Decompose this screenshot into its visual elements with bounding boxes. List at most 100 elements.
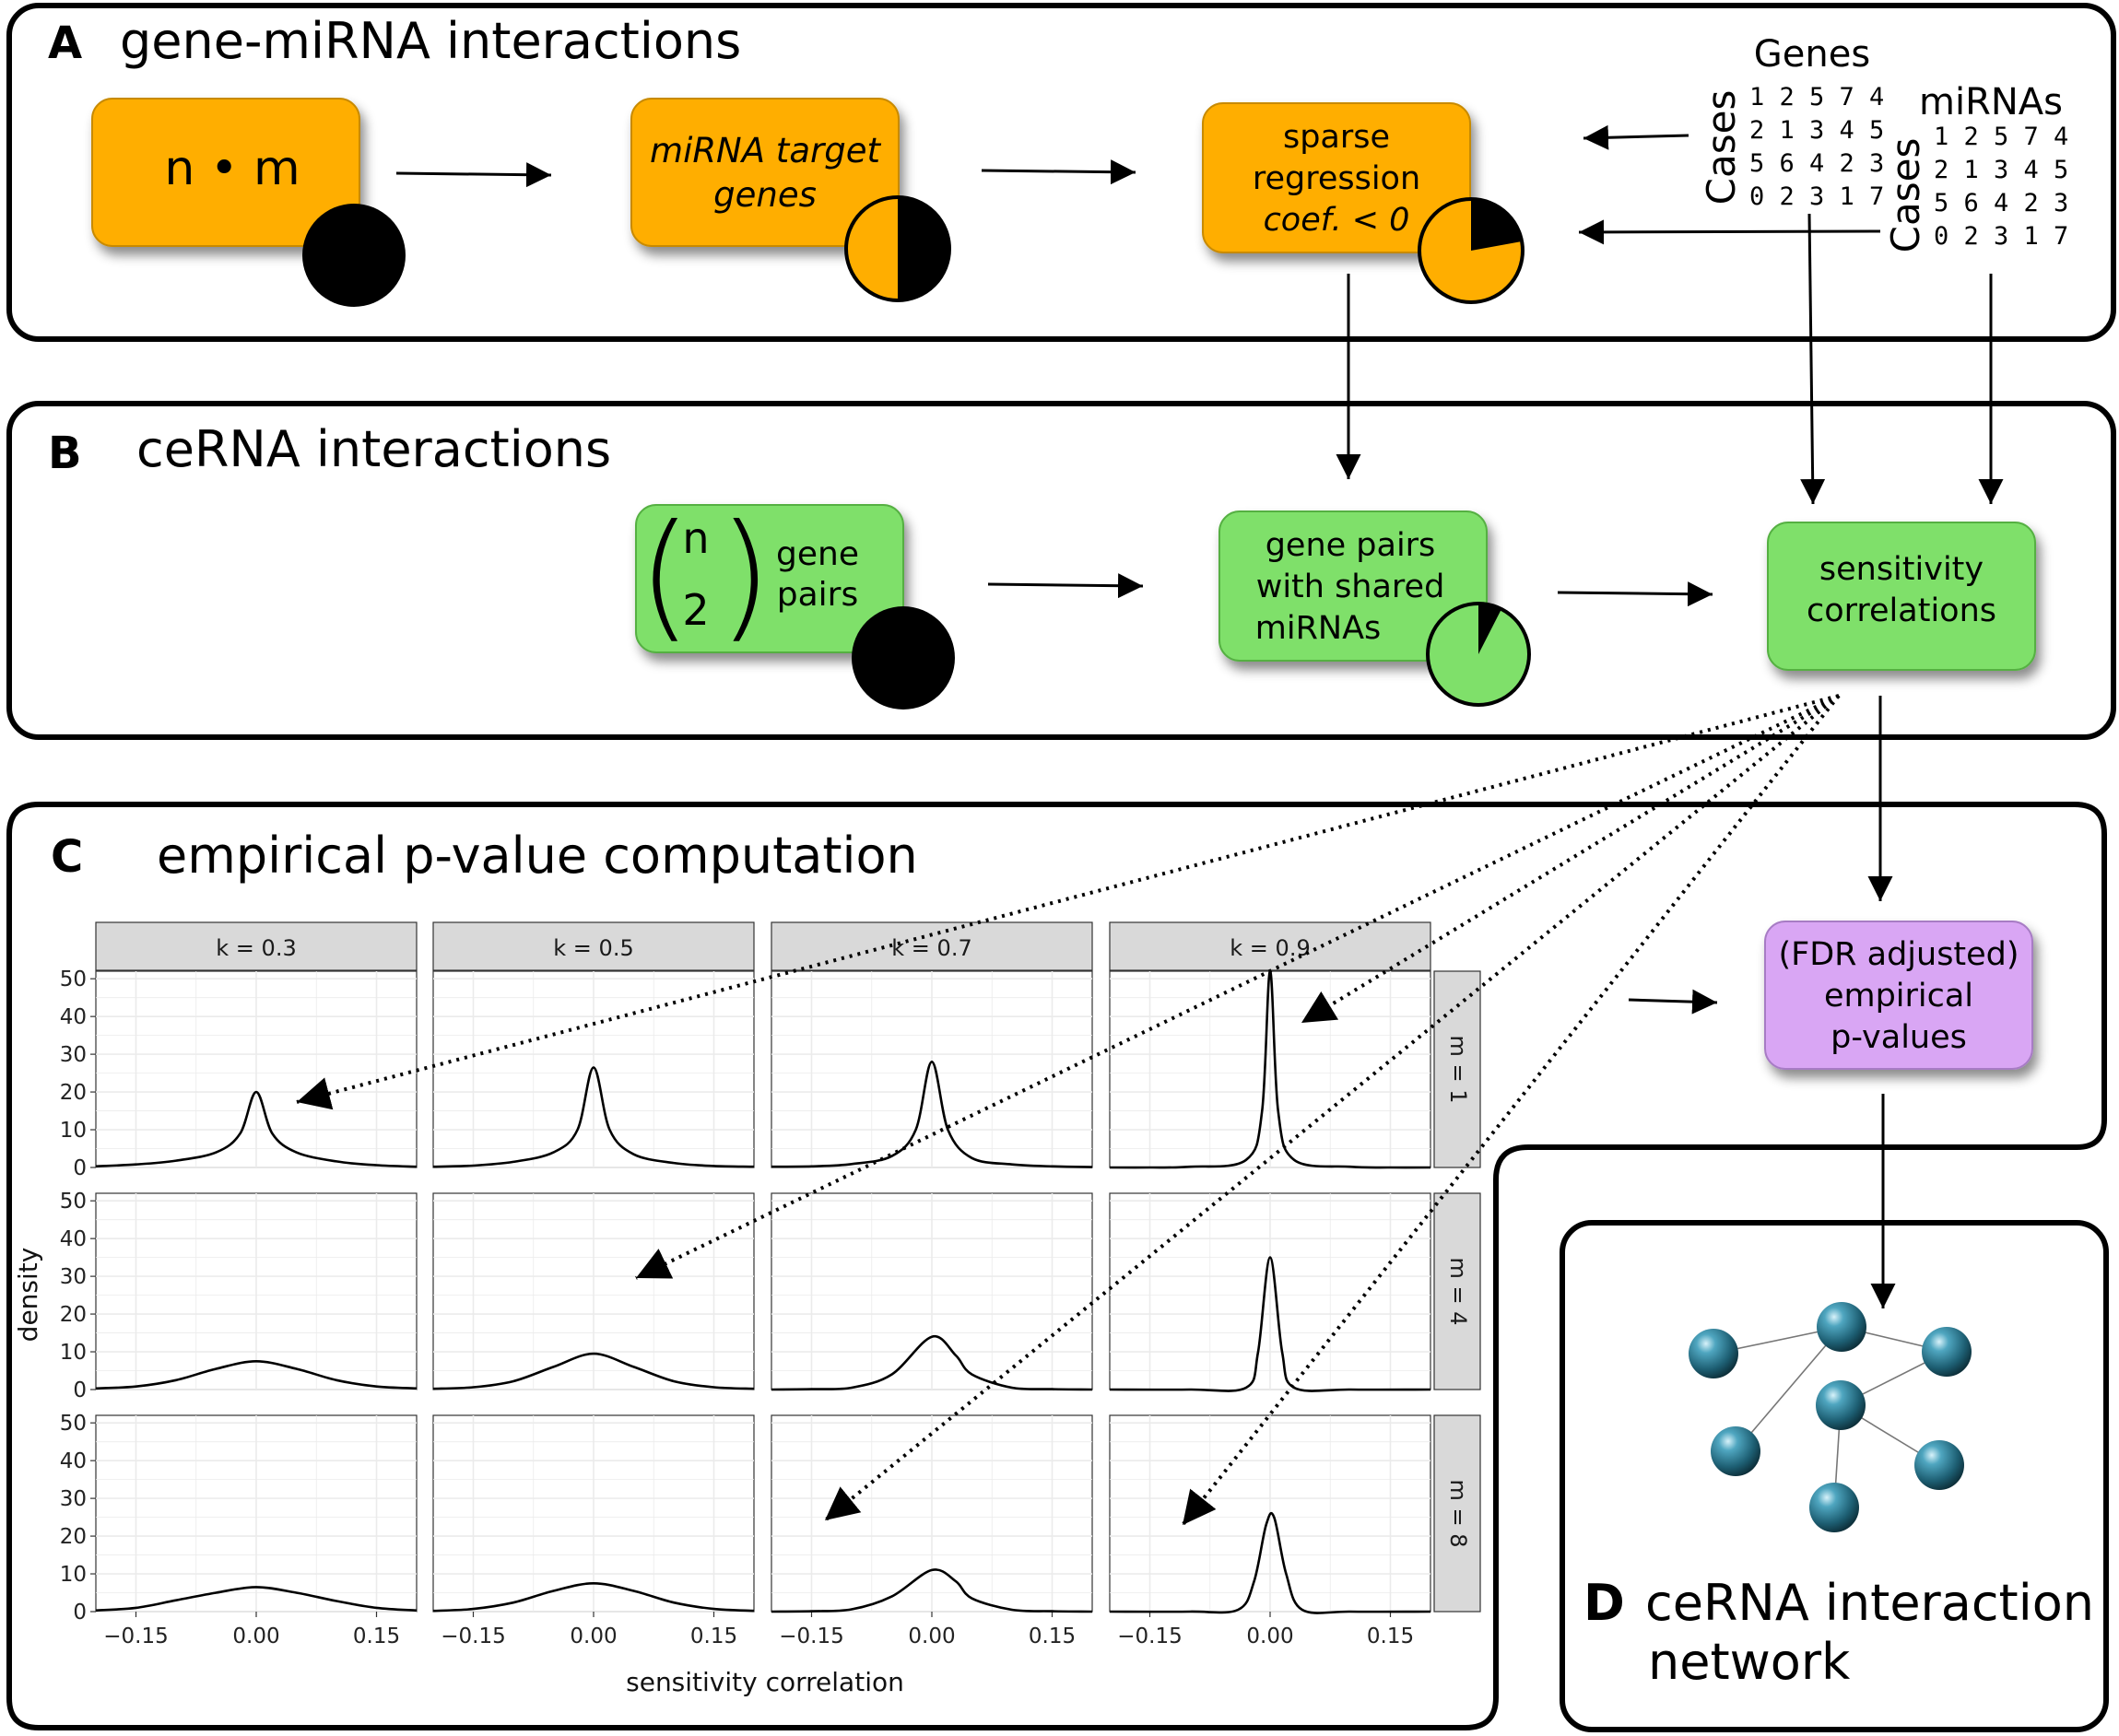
density-curve xyxy=(95,1360,418,1390)
y-tick-label: 30 xyxy=(60,1265,87,1289)
half-pie-icon xyxy=(844,195,951,302)
x-tick-label: 0.15 xyxy=(1367,1625,1414,1648)
x-tick-label: −0.15 xyxy=(103,1625,168,1648)
dotted-arrow-to-k07-m8 xyxy=(823,694,1841,1522)
mirnas-matrix-row: 2 1 3 4 5 xyxy=(1934,156,2068,184)
x-tick-label: 0.15 xyxy=(1029,1625,1076,1648)
facet-strip-label: k = 0.9 xyxy=(1230,935,1310,961)
facet-strip-label: m = 8 xyxy=(1445,1479,1471,1547)
x-tick-label: 0.00 xyxy=(570,1625,617,1648)
node-shared-line3: miRNAs xyxy=(1255,610,1382,647)
facet-strip-col xyxy=(1109,921,1431,971)
node-sensitivity-correlations xyxy=(1767,522,2036,671)
y-tick-label: 10 xyxy=(60,1119,87,1143)
node-pvalues-line3: p-values xyxy=(1831,1019,1967,1056)
node-sensitivity-line1: sensitivity xyxy=(1819,551,1984,588)
facet-strip-label: m = 1 xyxy=(1445,1035,1471,1103)
arrow-shared-to-sensitivity xyxy=(1557,581,1713,607)
arrow-pairs-to-shared xyxy=(987,573,1144,599)
density-curve xyxy=(771,1061,1093,1168)
panel-d-frame xyxy=(1560,1220,2109,1732)
network-node xyxy=(1809,1483,1859,1532)
network-node xyxy=(1817,1302,1866,1352)
network-node xyxy=(1922,1327,1972,1377)
flow-arrows xyxy=(395,124,2004,1308)
density-curve xyxy=(771,1568,1093,1613)
y-tick-label: 20 xyxy=(60,1303,87,1327)
y-axis-label: density xyxy=(13,1248,43,1343)
facet-strip-row xyxy=(1433,1414,1481,1613)
x-tick-label: −0.15 xyxy=(441,1625,505,1648)
dotted-arrow-to-k09-m1 xyxy=(1300,694,1841,1025)
node-shared-line1: gene pairs xyxy=(1266,527,1436,564)
x-tick-label: 0.00 xyxy=(232,1625,279,1648)
node-nm-text: n • m xyxy=(164,141,300,196)
node-pvalues-line1: (FDR adjusted) xyxy=(1778,936,2019,973)
y-tick-label: 10 xyxy=(60,1341,87,1365)
panel-c-letter: C xyxy=(51,831,83,883)
network-node xyxy=(1711,1426,1760,1476)
y-tick-label: 50 xyxy=(60,1412,87,1436)
node-shared-line2: with shared xyxy=(1256,569,1445,605)
node-sensitivity-line2: correlations xyxy=(1807,592,1996,629)
y-tick-label: 20 xyxy=(60,1081,87,1105)
y-tick-label: 30 xyxy=(60,1487,87,1511)
density-curve xyxy=(1109,1256,1431,1392)
node-sparse-regression xyxy=(1202,102,1471,253)
full-pie-icon xyxy=(302,204,406,307)
density-curve xyxy=(432,1582,755,1613)
y-tick-label: 40 xyxy=(60,1449,87,1473)
arrow-targets-to-sparse xyxy=(981,159,1136,185)
genes-matrix-title: Genes xyxy=(1754,33,1870,76)
genes-matrix-row: 1 2 5 7 4 xyxy=(1749,83,1884,111)
facet-strip-col xyxy=(432,921,755,971)
y-tick-label: 10 xyxy=(60,1563,87,1587)
thin-slice-pie-icon-b xyxy=(1426,602,1531,707)
x-tick-label: 0.15 xyxy=(353,1625,400,1648)
arrow-plots-to-pvalues xyxy=(1628,989,1718,1015)
x-tick-label: 0.00 xyxy=(1246,1625,1293,1648)
facet-strip-label: k = 0.7 xyxy=(891,935,971,961)
arrow-mirnas-to-sparse xyxy=(1578,219,1881,245)
x-tick-label: −0.15 xyxy=(1117,1625,1182,1648)
panel-d-letter: D xyxy=(1583,1574,1625,1632)
density-curve xyxy=(771,1334,1093,1391)
panel-c-title: empirical p-value computation xyxy=(157,827,918,885)
node-mirna-targets-line1: miRNA target xyxy=(650,131,881,170)
panel-a-frame xyxy=(6,3,2116,342)
panel-d-title-line2: network xyxy=(1648,1633,1851,1691)
arrow-genes-to-sparse xyxy=(1583,124,1689,150)
small-slice-pie-icon-a xyxy=(1418,197,1525,304)
mirnas-matrix-row: 0 2 3 1 7 xyxy=(1934,222,2068,251)
arrow-genes-to-sensitivity xyxy=(1800,213,1826,505)
binomial-n: n xyxy=(682,513,709,563)
x-tick-label: −0.15 xyxy=(779,1625,843,1648)
binomial-left-paren: ( xyxy=(638,496,692,656)
panel-a-letter: A xyxy=(48,18,82,69)
node-gene-pairs-line2: pairs xyxy=(777,576,858,614)
facet-strip-col xyxy=(95,921,418,971)
node-shared-mirnas xyxy=(1218,510,1488,662)
panel-c-frame xyxy=(6,802,2107,1730)
y-tick-label: 40 xyxy=(60,1227,87,1251)
node-gene-pairs xyxy=(635,504,904,653)
mirnas-matrix-side: Cases xyxy=(1883,138,1928,253)
arrow-nm-to-targets xyxy=(395,162,552,188)
node-mirna-targets xyxy=(630,98,900,247)
full-pie-icon xyxy=(852,606,955,710)
genes-matrix-row: 5 6 4 2 3 xyxy=(1749,149,1884,178)
node-gene-pairs-line1: gene xyxy=(776,535,859,573)
node-sparse-line2: regression xyxy=(1253,160,1420,197)
dotted-arrow-to-k05-m4 xyxy=(635,694,1840,1280)
network-node xyxy=(1816,1380,1866,1430)
dotted-arrow-to-k03-m1 xyxy=(296,694,1840,1110)
mirnas-matrix: miRNAs Cases 1 2 5 7 4 2 1 3 4 5 5 6 4 2… xyxy=(1883,81,2068,252)
genes-matrix-row: 0 2 3 1 7 xyxy=(1749,182,1884,211)
genes-matrix-row: 2 1 3 4 5 xyxy=(1749,116,1884,145)
y-tick-label: 50 xyxy=(60,1190,87,1214)
y-tick-label: 0 xyxy=(73,1601,87,1625)
panel-b-letter: B xyxy=(48,428,82,479)
dotted-arrow-to-k09-m8 xyxy=(1181,694,1841,1527)
x-tick-label: 0.15 xyxy=(690,1625,737,1648)
node-pvalues xyxy=(1764,921,2033,1070)
